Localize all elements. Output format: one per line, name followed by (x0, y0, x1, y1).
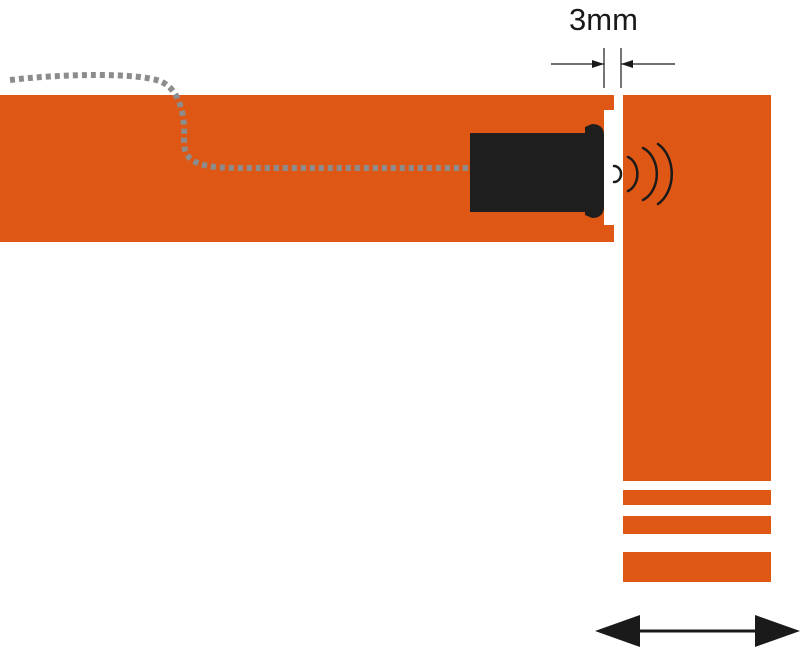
vertical-profile-main (623, 95, 771, 481)
vertical-profile-strip-1 (623, 490, 771, 505)
vertical-profile-strip-2 (623, 516, 771, 534)
gap-dimension-label: 3mm (569, 2, 638, 37)
proximity-sensor-icon (470, 124, 604, 218)
double-headed-arrow-icon (595, 615, 800, 647)
gap-dimension: 3mm (551, 2, 675, 88)
vertical-profile-strip-3 (623, 552, 771, 582)
signal-waves-icon (612, 142, 674, 206)
horizontal-profile (0, 95, 614, 242)
dimension-arrowhead-left (592, 60, 604, 68)
dotted-cable-icon (9, 72, 470, 171)
dimension-arrowhead-right (621, 60, 633, 68)
